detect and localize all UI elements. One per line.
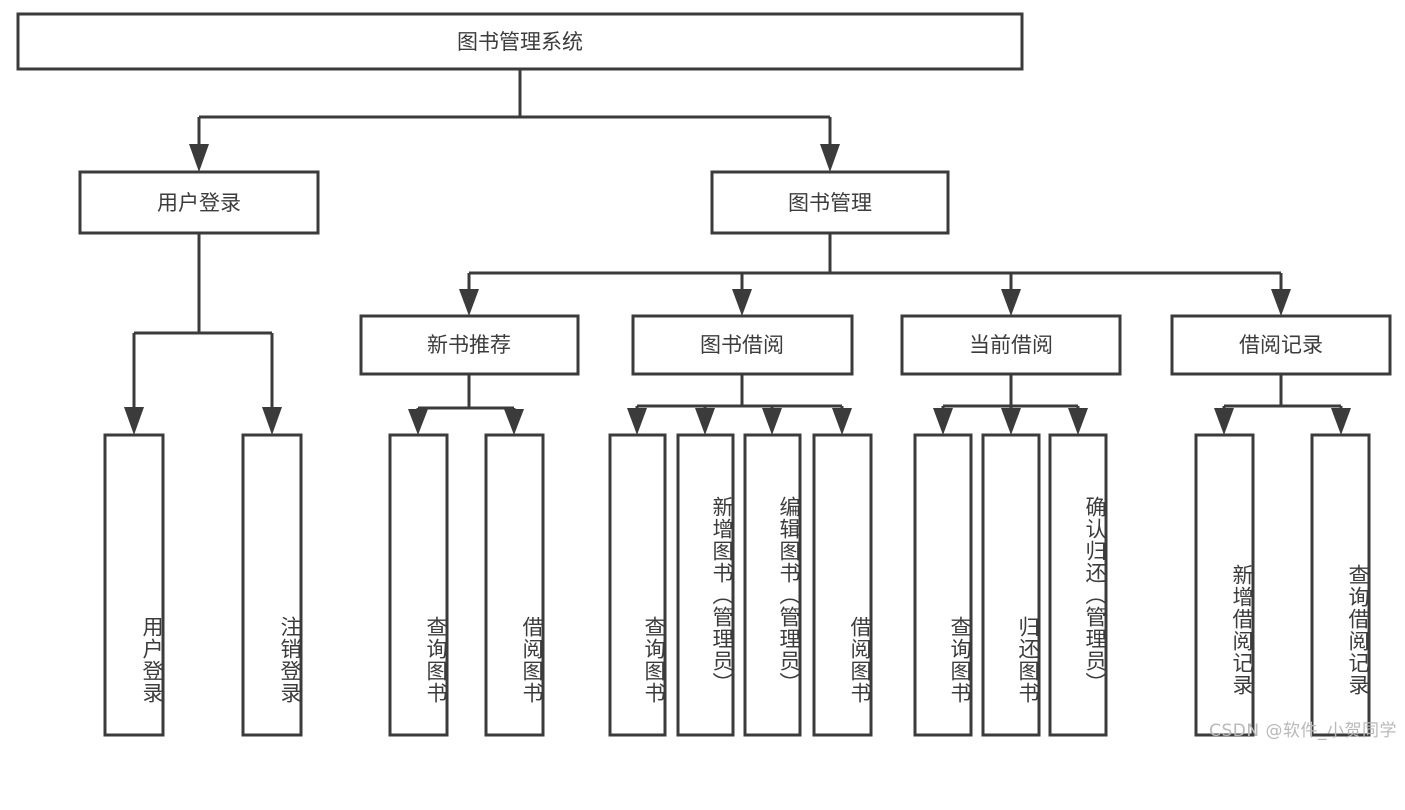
node-box-leaf-logout[interactable] — [241, 433, 303, 737]
node-box-leaf-user-login[interactable] — [103, 433, 165, 737]
node-box-leaf-borrow-book[interactable] — [812, 433, 873, 737]
arrow-head-user-login — [189, 144, 209, 172]
arrow-head-leaf-add-book-admin — [695, 408, 715, 435]
connector-user-login-to-leaves — [124, 233, 282, 435]
arrow-head-leaf-user-login — [124, 407, 144, 435]
arrow-head-leaf-add-borrow-record — [1214, 408, 1234, 435]
node-label-borrow-record: 借阅记录 — [1239, 333, 1323, 357]
node-label-current-borrow: 当前借阅 — [969, 333, 1053, 357]
node-box-leaf-add-book-admin[interactable] — [676, 433, 735, 737]
arrow-head-current-borrow — [1001, 289, 1021, 316]
connector-root-to-level1 — [189, 69, 840, 172]
node-box-new-book-recommend[interactable] — [359, 314, 580, 376]
arrow-head-leaf-query-book-current — [933, 408, 953, 435]
arrow-head-leaf-query-borrow-record — [1331, 408, 1351, 435]
arrow-head-leaf-borrow-book-rec — [504, 409, 524, 435]
node-box-user-login[interactable] — [78, 170, 320, 235]
connector-current-borrow-to-leaves — [933, 374, 1088, 435]
arrow-head-new-book-recommend — [459, 289, 479, 316]
arrow-head-leaf-logout — [262, 407, 282, 435]
node-box-leaf-return-book[interactable] — [981, 433, 1041, 737]
connector-book-manage-to-level2 — [459, 233, 1291, 316]
node-label-user-login: 用户登录 — [157, 191, 241, 215]
node-box-leaf-query-book-rec[interactable] — [388, 433, 449, 737]
arrow-head-book-borrow — [732, 289, 752, 316]
node-box-leaf-query-book-borrow[interactable] — [608, 433, 667, 737]
arrow-head-leaf-query-book-borrow — [627, 408, 647, 435]
node-box-root[interactable] — [16, 12, 1024, 71]
arrow-head-leaf-edit-book-admin — [762, 408, 782, 435]
node-label-book-manage: 图书管理 — [788, 191, 872, 215]
csdn-watermark: CSDN @软件_小贺同学 — [1209, 721, 1397, 741]
node-label-root: 图书管理系统 — [457, 30, 583, 54]
node-label-book-borrow: 图书借阅 — [700, 333, 784, 357]
connector-borrow-record-to-leaves — [1214, 374, 1351, 435]
node-label-new-book-recommend: 新书推荐 — [427, 333, 511, 357]
arrow-head-leaf-confirm-return-admin — [1068, 408, 1088, 435]
connector-book-borrow-to-leaves — [627, 374, 852, 435]
arrow-head-book-manage — [820, 144, 840, 172]
node-box-leaf-confirm-return-admin[interactable] — [1048, 433, 1108, 737]
diagram-root: 图书管理系统 用户登录 图书管理 新书推荐 图书借阅 当前借阅 借阅记录 用户登… — [16, 12, 1397, 741]
diagram-canvas: 图书管理系统 用户登录 图书管理 新书推荐 图书借阅 当前借阅 借阅记录 — [16, 12, 1392, 737]
arrow-head-leaf-return-book — [1001, 408, 1021, 435]
connector-new-book-recommend-to-leaves — [408, 374, 524, 435]
node-box-leaf-edit-book-admin[interactable] — [743, 433, 802, 737]
node-box-leaf-query-borrow-record[interactable] — [1310, 433, 1371, 737]
node-box-current-borrow[interactable] — [900, 314, 1122, 376]
arrow-head-borrow-record — [1271, 289, 1291, 316]
arrow-head-leaf-borrow-book — [832, 408, 852, 435]
arrow-head-leaf-query-book-rec — [408, 409, 428, 435]
node-box-leaf-add-borrow-record[interactable] — [1194, 433, 1255, 737]
node-box-leaf-borrow-book-rec[interactable] — [484, 433, 545, 737]
node-box-leaf-query-book-current[interactable] — [913, 433, 973, 737]
